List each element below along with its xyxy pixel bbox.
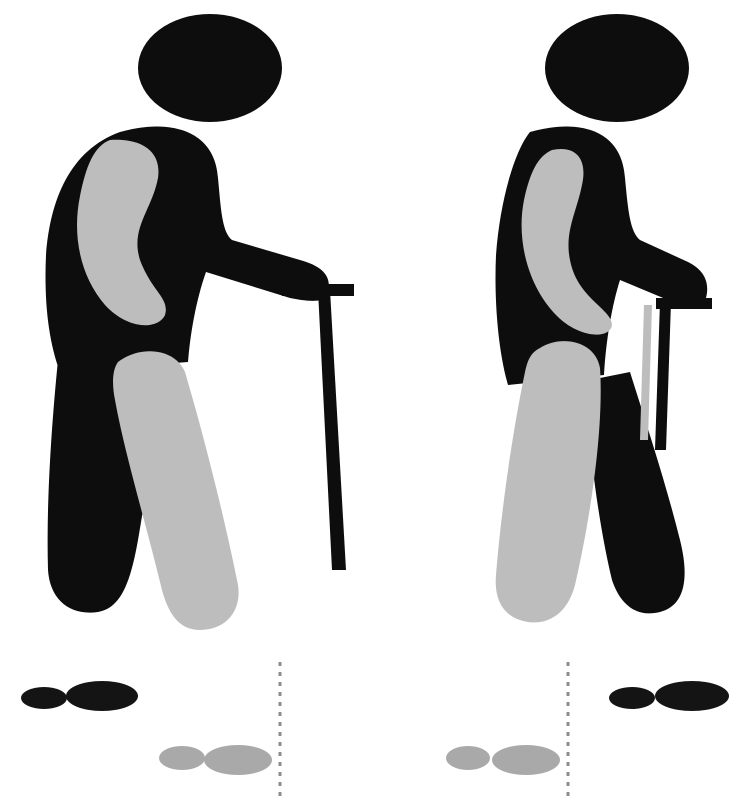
footprints-left <box>21 662 280 800</box>
figure-right-cane-dark <box>655 298 712 450</box>
figure-left <box>46 14 354 630</box>
footprint-right-dark-sole <box>655 681 729 711</box>
footprint-right-light-heel <box>446 746 490 770</box>
figure-right-cane-light-shaft <box>640 305 652 440</box>
footprint-right-light-sole <box>492 745 560 775</box>
figure-left-head <box>138 14 282 122</box>
figure-right <box>496 14 713 622</box>
figure-right-head <box>545 14 689 122</box>
footprint-left-dark-heel <box>21 687 67 709</box>
footprint-left-light-sole <box>204 745 272 775</box>
footprints-right <box>446 662 729 800</box>
figure-right-dark-leg <box>587 372 685 613</box>
footprint-left-light-heel <box>159 746 205 770</box>
figure-right-cane-light <box>640 305 652 440</box>
footprint-left-dark-sole <box>66 681 138 711</box>
figure-left-cane <box>282 284 354 570</box>
figure-right-cane-dark-shaft <box>655 302 671 450</box>
figure-left-cane-shaft <box>318 290 346 570</box>
footprint-right-dark-heel <box>609 687 655 709</box>
